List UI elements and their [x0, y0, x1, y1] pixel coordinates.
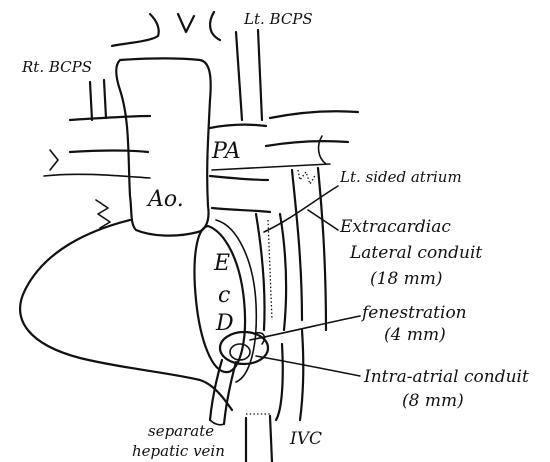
label-hepatic-1: separate	[148, 422, 214, 440]
label-ecd-c: c	[218, 283, 230, 308]
label-lt-bcps: Lt. BCPS	[243, 10, 313, 28]
right-bcps-vessel	[44, 80, 150, 178]
label-ivc: IVC	[289, 429, 322, 449]
label-rt-bcps: Rt. BCPS	[21, 58, 92, 76]
label-extracardiac-1: Extracardiac	[339, 217, 451, 237]
label-lt-sided-atrium: Lt. sided atrium	[339, 168, 462, 186]
label-ao: Ao.	[146, 187, 184, 212]
label-pa: PA	[211, 139, 241, 164]
label-extracardiac-2: Lateral conduit	[349, 243, 482, 263]
label-fenestration-1: fenestration	[360, 303, 467, 323]
label-ecd-e: E	[213, 251, 230, 276]
label-intra-2: (8 mm)	[402, 391, 464, 411]
label-ecd-d: D	[215, 311, 234, 336]
intra-atrial-conduit	[256, 214, 286, 330]
label-fenestration-2: (4 mm)	[384, 325, 446, 345]
label-hepatic-2: hepatic vein	[132, 442, 225, 460]
leader-lines	[250, 186, 360, 376]
top-vessel-stubs	[112, 12, 220, 46]
label-extracardiac-3: (18 mm)	[370, 269, 443, 289]
extracardiac-conduit	[292, 168, 326, 330]
label-intra-1: Intra-atrial conduit	[363, 367, 529, 387]
